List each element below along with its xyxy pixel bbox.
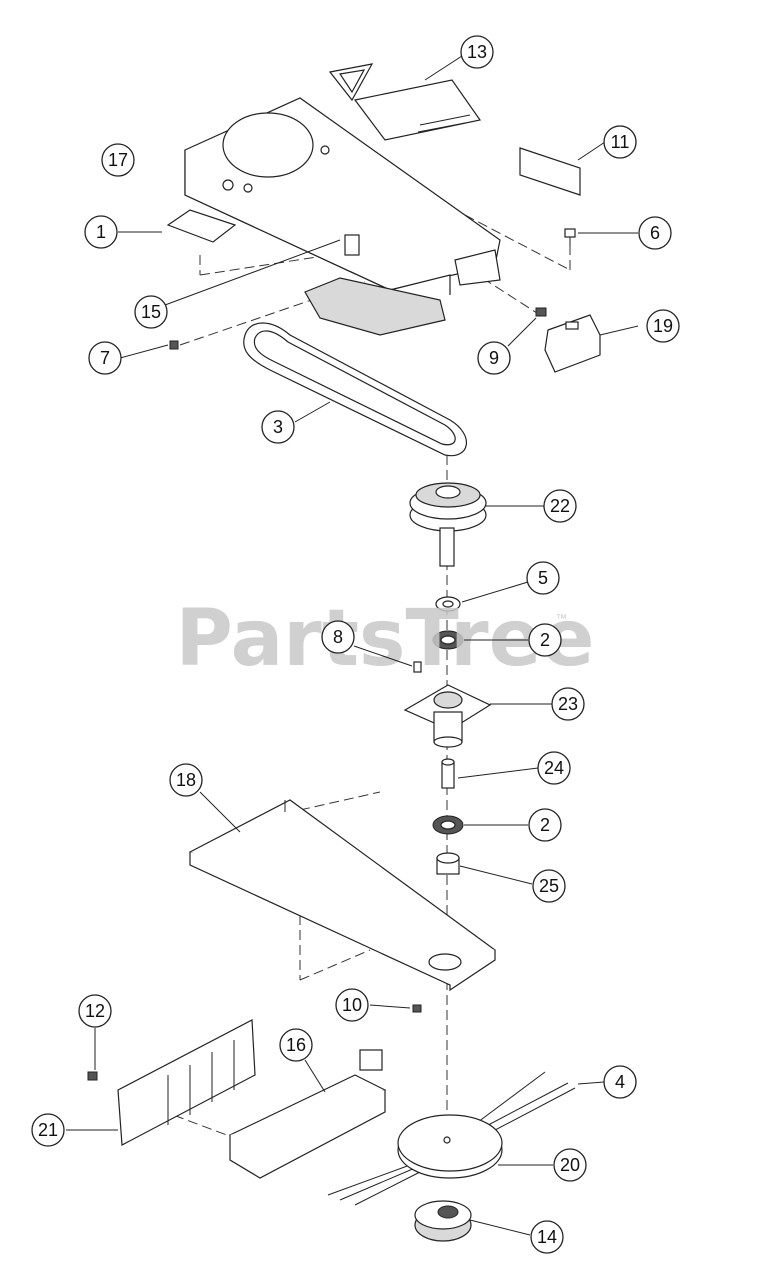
svg-text:10: 10 — [342, 995, 362, 1015]
callout-21: 21 — [31, 1113, 65, 1147]
callout-4: 4 — [603, 1065, 637, 1099]
part-22-pulley — [409, 482, 487, 567]
callout-leaders — [66, 55, 639, 1236]
part-20-motor-plate — [397, 1114, 503, 1179]
callout-2-lower: 2 — [528, 808, 562, 842]
part-14-hub — [414, 1200, 472, 1242]
svg-text:15: 15 — [141, 302, 161, 322]
callout-6: 6 — [638, 216, 672, 250]
callout-5: 5 — [526, 561, 560, 595]
svg-text:7: 7 — [100, 348, 110, 368]
watermark-text: PartsTree — [176, 594, 595, 684]
part-2-bearing-lower — [432, 815, 464, 835]
part-5-washer — [435, 596, 461, 612]
svg-text:2: 2 — [540, 630, 550, 650]
callout-20: 20 — [553, 1148, 587, 1182]
callout-14: 14 — [530, 1220, 564, 1254]
part-23-bearing-housing — [403, 684, 492, 748]
svg-text:20: 20 — [560, 1155, 580, 1175]
callout-8: 8 — [321, 620, 355, 654]
callout-15: 15 — [134, 295, 168, 329]
callout-9: 9 — [477, 341, 511, 375]
svg-text:3: 3 — [273, 417, 283, 437]
callout-3: 3 — [261, 410, 295, 444]
part-12-screw — [87, 1071, 98, 1081]
svg-text:1: 1 — [96, 222, 106, 242]
callout-19: 19 — [646, 309, 680, 343]
svg-text:24: 24 — [544, 758, 564, 778]
callout-10: 10 — [335, 988, 369, 1022]
part-1-decal — [166, 209, 237, 243]
callout-11: 11 — [603, 125, 637, 159]
callout-1: 1 — [84, 215, 118, 249]
part-13-warning-decal — [328, 63, 482, 141]
watermark-trademark: ™ — [556, 613, 567, 625]
svg-text:12: 12 — [85, 1001, 105, 1021]
svg-text:16: 16 — [286, 1035, 306, 1055]
callout-23: 23 — [551, 687, 585, 721]
part-10-nut — [412, 1004, 422, 1013]
svg-text:6: 6 — [650, 223, 660, 243]
callout-18: 18 — [169, 763, 203, 797]
svg-text:17: 17 — [108, 150, 128, 170]
callout-2-upper: 2 — [528, 623, 562, 657]
callout-22: 22 — [543, 489, 577, 523]
part-6-screw — [564, 228, 576, 247]
callout-25: 25 — [532, 869, 566, 903]
callout-7: 7 — [88, 341, 122, 375]
svg-text:9: 9 — [489, 348, 499, 368]
svg-text:21: 21 — [38, 1120, 58, 1140]
callout-16: 16 — [279, 1028, 313, 1062]
part-7-screw — [169, 340, 179, 350]
part-16-channel-bracket — [228, 1049, 387, 1179]
part-3-belt — [243, 322, 468, 457]
svg-text:8: 8 — [333, 627, 343, 647]
svg-text:14: 14 — [537, 1227, 557, 1247]
part-25-spacer — [436, 852, 460, 875]
main-frame-housing — [184, 97, 501, 336]
svg-text:19: 19 — [653, 316, 673, 336]
part-24-spacer-tube — [441, 758, 455, 789]
svg-text:18: 18 — [176, 770, 196, 790]
svg-text:25: 25 — [539, 876, 559, 896]
svg-text:13: 13 — [467, 42, 487, 62]
svg-text:22: 22 — [550, 496, 570, 516]
svg-text:4: 4 — [615, 1072, 625, 1092]
part-8-screw — [413, 661, 422, 673]
part-2-bearing-upper — [432, 630, 464, 650]
callout-12: 12 — [78, 994, 112, 1028]
part-21-side-panel — [117, 1019, 256, 1146]
part-19-bracket — [544, 314, 601, 373]
svg-text:23: 23 — [558, 694, 578, 714]
callout-24: 24 — [537, 751, 571, 785]
part-11-label — [519, 147, 581, 196]
svg-text:11: 11 — [611, 132, 630, 152]
part-9-nut — [535, 307, 547, 317]
callout-17: 17 — [101, 143, 135, 177]
part-18-lower-frame — [188, 799, 496, 992]
watermark: PartsTree ™ — [176, 594, 595, 684]
svg-text:5: 5 — [538, 568, 548, 588]
svg-text:2: 2 — [540, 815, 550, 835]
callout-13: 13 — [460, 35, 494, 69]
